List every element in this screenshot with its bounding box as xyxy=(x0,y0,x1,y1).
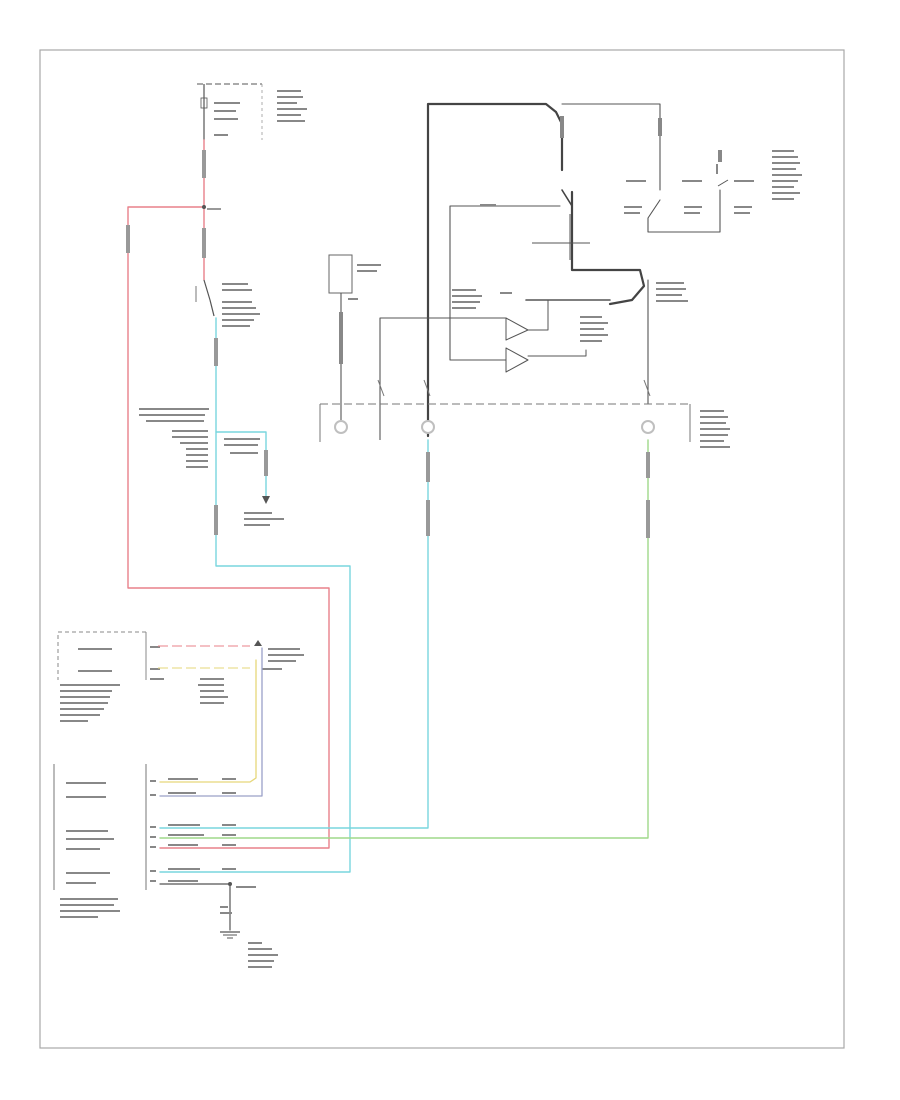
yellow-violet-wires xyxy=(159,640,263,797)
lightblue-wire-brake xyxy=(159,317,351,873)
fuse-panel xyxy=(197,83,307,140)
transducer xyxy=(328,254,381,420)
speed-control-servo xyxy=(379,102,802,440)
brake-pressure-switch xyxy=(195,279,260,327)
vss-module xyxy=(244,512,284,526)
speed-control-module xyxy=(53,764,236,918)
speed-sensor-note xyxy=(139,408,260,468)
speed-control-servo-connector xyxy=(319,379,730,448)
diagram-frame xyxy=(39,49,845,1049)
lightblue-wire-servo xyxy=(159,439,430,829)
powertrain-control-module xyxy=(57,631,304,722)
ground xyxy=(159,882,278,968)
green-wire-servo xyxy=(159,439,650,839)
red-wire xyxy=(126,139,330,849)
